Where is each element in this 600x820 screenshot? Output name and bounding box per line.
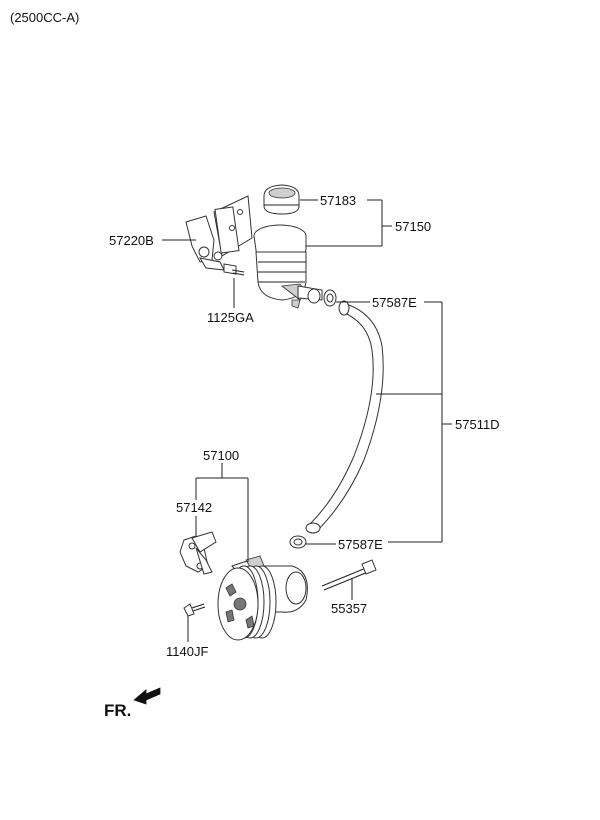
label-hose: 57511D [455, 417, 500, 432]
label-cap: 57183 [320, 193, 356, 208]
bracket-bolt [223, 263, 245, 276]
front-arrow-icon [133, 687, 161, 705]
label-pump-bracket: 57142 [176, 500, 212, 515]
front-direction-marker: FR. [104, 687, 161, 720]
label-bracket: 57220B [109, 233, 154, 248]
label-pump: 57100 [203, 448, 239, 463]
label-bracket-bolt: 1125GA [207, 310, 254, 325]
label-reservoir-assy: 57150 [395, 219, 431, 234]
reservoir-cap [263, 184, 300, 215]
label-pump-bolt: 55357 [331, 601, 367, 616]
power-steering-pump [217, 555, 308, 641]
pump-screw [183, 603, 206, 617]
leader-lines [162, 199, 452, 642]
label-clamp-upper: 57587E [372, 295, 417, 310]
label-clamp-lower: 57587E [338, 537, 383, 552]
reservoir-bracket [185, 195, 253, 271]
reservoir-tank [253, 224, 323, 309]
pump-bolt [321, 559, 377, 591]
hose-clamp-upper [323, 289, 337, 307]
label-pump-screw: 1140JF [166, 644, 208, 659]
hose-clamp-lower [289, 535, 307, 549]
variant-label: (2500CC-A) [10, 10, 79, 25]
pump-bracket [179, 531, 217, 575]
front-label: FR. [104, 701, 131, 720]
suction-hose [305, 300, 384, 534]
